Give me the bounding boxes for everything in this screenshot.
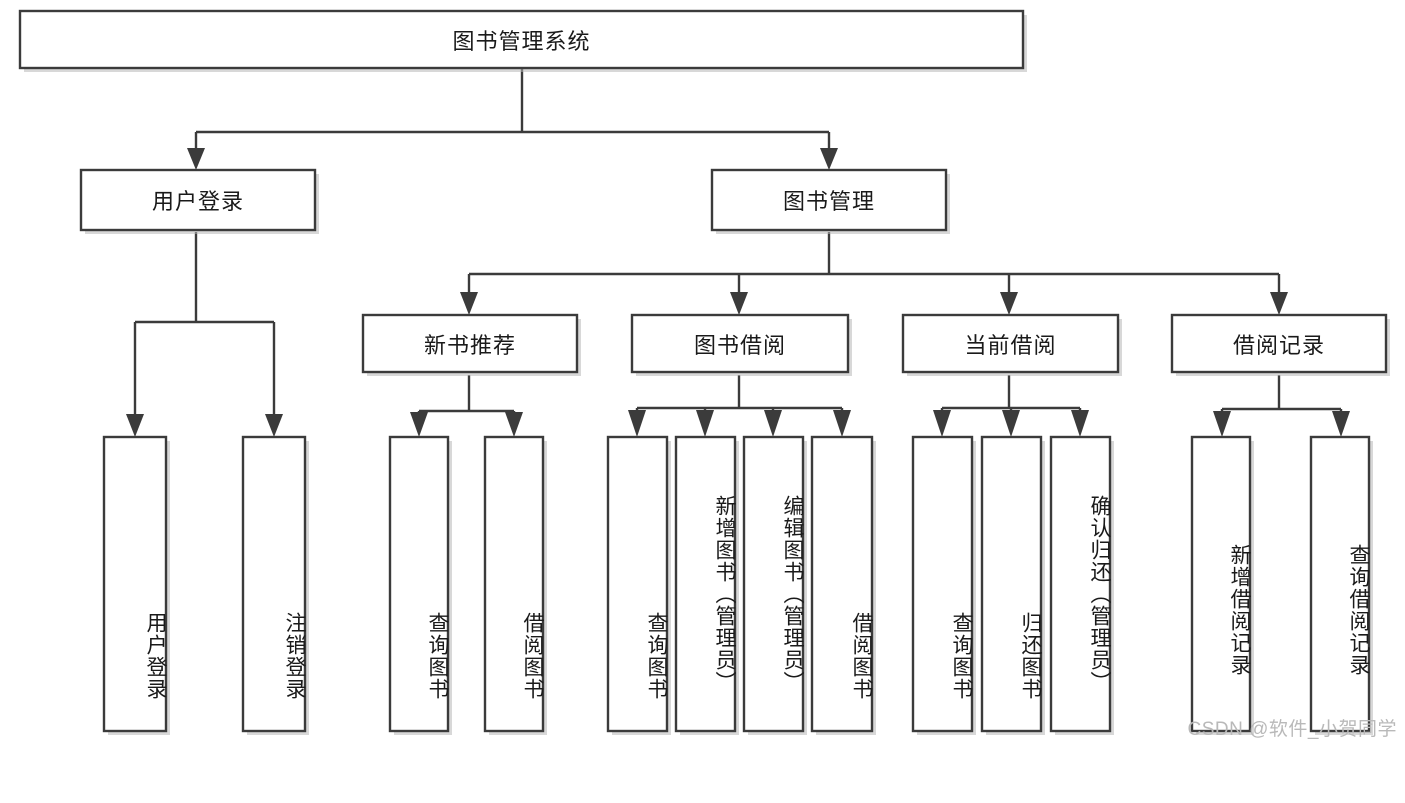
node-user-login[interactable] (79, 168, 317, 232)
diagram-canvas: 图书管理系统 用户登录 图书管理 新书推荐 图书借阅 当前借阅 借阅记录 用户登… (18, 9, 1396, 740)
arrow-new-book-rec (460, 292, 478, 315)
node-book-manage[interactable] (710, 168, 948, 232)
node-current-borrow[interactable] (901, 313, 1120, 374)
node-leaf-add-record[interactable] (1190, 435, 1252, 733)
edge-group (126, 68, 1350, 437)
node-borrow-record[interactable] (1170, 313, 1388, 374)
arrow-leaf-query-record (1332, 411, 1350, 437)
hierarchy-svg (18, 9, 1390, 735)
node-group (18, 9, 1390, 735)
node-leaf-query-book-3[interactable] (911, 435, 974, 733)
arrow-leaf-return-book (1002, 410, 1020, 437)
node-leaf-user-logout[interactable] (241, 435, 307, 733)
arrow-user-login (187, 148, 205, 170)
node-leaf-borrow-book-1[interactable] (483, 435, 545, 733)
node-leaf-confirm-return[interactable] (1049, 435, 1112, 733)
arrow-book-manage (820, 148, 838, 170)
node-leaf-user-login[interactable] (102, 435, 168, 733)
arrow-leaf-query-book-1 (410, 412, 428, 437)
node-book-borrow[interactable] (630, 313, 850, 374)
arrow-leaf-borrow-book-1 (505, 412, 523, 437)
arrow-borrow-record (1270, 292, 1288, 315)
node-root[interactable] (18, 9, 1025, 70)
arrow-leaf-user-login (126, 414, 144, 437)
node-leaf-query-book-1[interactable] (388, 435, 450, 733)
arrow-leaf-confirm-return (1071, 410, 1089, 437)
node-leaf-query-book-2[interactable] (606, 435, 669, 733)
node-new-book-rec[interactable] (361, 313, 579, 374)
arrow-book-borrow (730, 292, 748, 315)
arrow-leaf-user-logout (265, 414, 283, 437)
arrow-leaf-add-book (696, 410, 714, 437)
arrow-leaf-query-book-2 (628, 410, 646, 437)
arrow-leaf-borrow-book-2 (833, 410, 851, 437)
arrow-leaf-add-record (1213, 411, 1231, 437)
arrow-current-borrow (1000, 292, 1018, 315)
arrow-leaf-edit-book (764, 410, 782, 437)
node-leaf-query-record[interactable] (1309, 435, 1371, 733)
node-leaf-return-book[interactable] (980, 435, 1043, 733)
node-leaf-borrow-book-2[interactable] (810, 435, 874, 733)
node-leaf-edit-book[interactable] (742, 435, 805, 733)
node-leaf-add-book[interactable] (674, 435, 737, 733)
arrow-leaf-query-book-3 (933, 410, 951, 437)
